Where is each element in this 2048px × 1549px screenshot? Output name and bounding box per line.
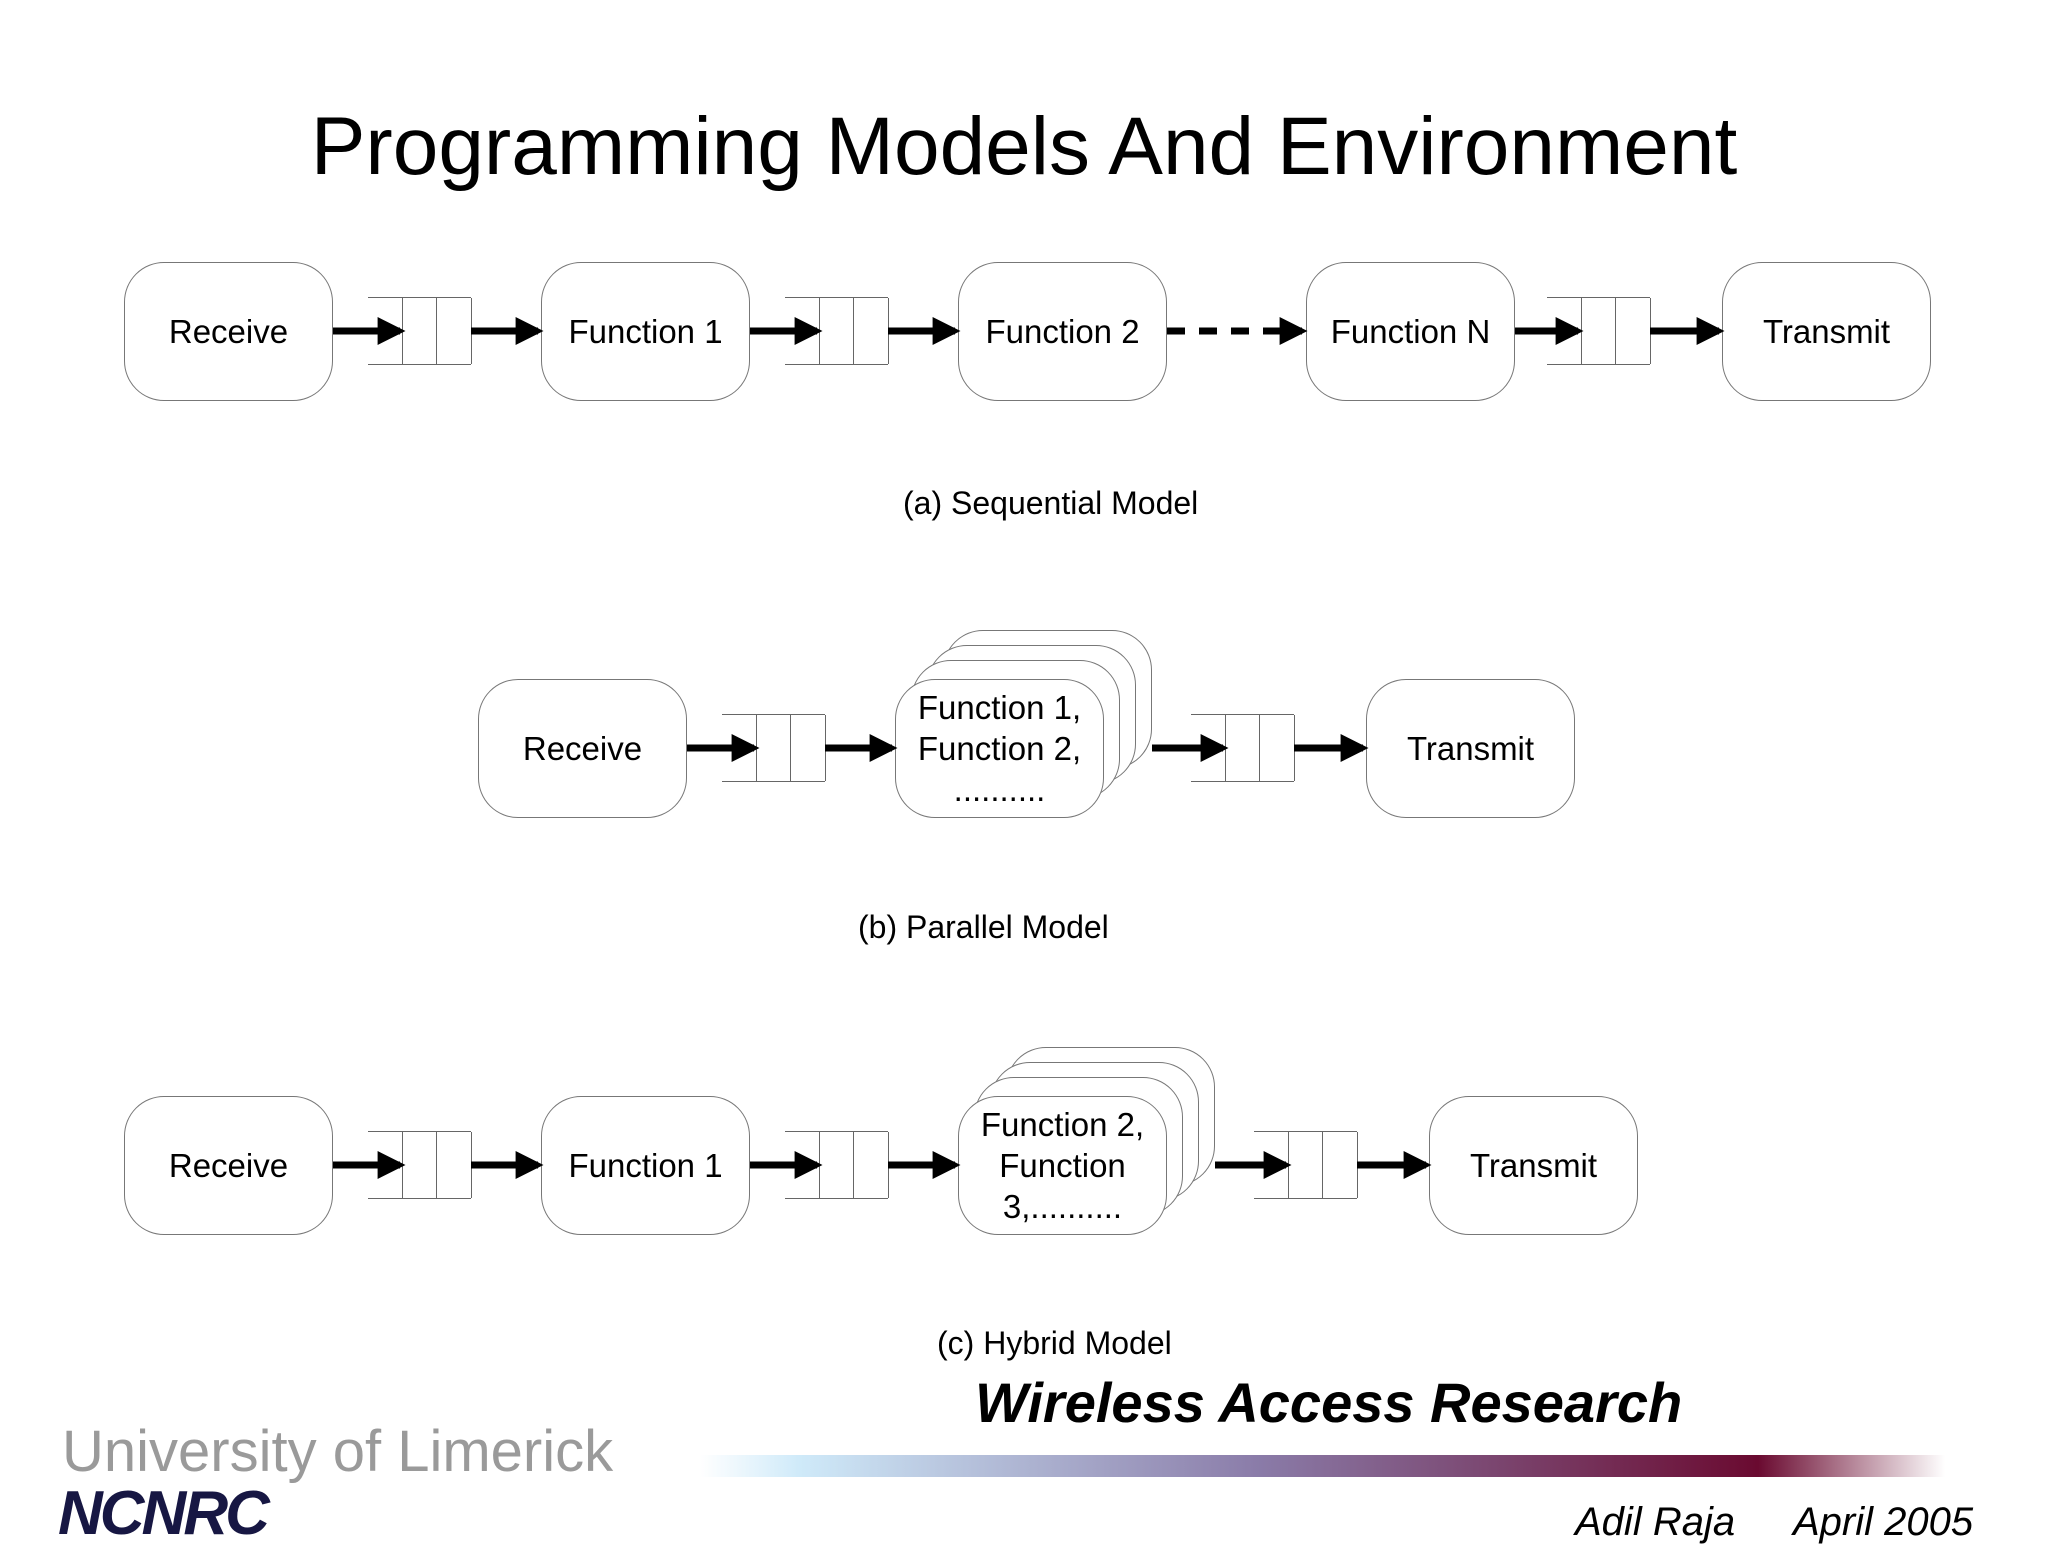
par-transmit-box: Transmit <box>1366 679 1575 818</box>
seq-transmit-box: Transmit <box>1722 262 1931 401</box>
caption-hybrid: (c) Hybrid Model <box>937 1325 1172 1361</box>
caption-parallel: (b) Parallel Model <box>858 909 1109 945</box>
hyb-function-line-3: 3,.......... <box>1002 1188 1123 1225</box>
seq-function2-box: Function 2 <box>958 262 1167 401</box>
par-function-stack-front: Function 1, Function 2, .......... <box>895 679 1104 818</box>
hyb-transmit-box: Transmit <box>1429 1096 1638 1235</box>
ncnrc-logo: NCNRC <box>58 1479 270 1548</box>
par-function-line-2: Function 2, <box>917 730 1082 767</box>
hyb-function-line-1: Function 2, <box>980 1106 1145 1143</box>
hyb-function-stack-front: Function 2, Function 3,.......... <box>958 1096 1167 1235</box>
seq-function1-box: Function 1 <box>541 262 750 401</box>
seq-receive-box: Receive <box>124 262 333 401</box>
author-name: Adil Raja <box>1575 1500 1736 1544</box>
seq-functionN-box: Function N <box>1306 262 1515 401</box>
brand-gradient-bar <box>700 1455 1945 1477</box>
university-logo-text: University of Limerick <box>62 1419 614 1484</box>
presentation-date: April 2005 <box>1793 1500 1974 1544</box>
hyb-receive-box: Receive <box>124 1096 333 1235</box>
hyb-function1-box: Function 1 <box>541 1096 750 1235</box>
par-function-line-3: .......... <box>953 771 1046 808</box>
slide-title: Programming Models And Environment <box>310 101 1738 192</box>
brand-title: Wireless Access Research <box>975 1371 1683 1434</box>
par-function-line-1: Function 1, <box>917 689 1082 726</box>
caption-sequential: (a) Sequential Model <box>903 485 1199 521</box>
hyb-function-line-2: Function <box>999 1147 1126 1184</box>
par-receive-box: Receive <box>478 679 687 818</box>
